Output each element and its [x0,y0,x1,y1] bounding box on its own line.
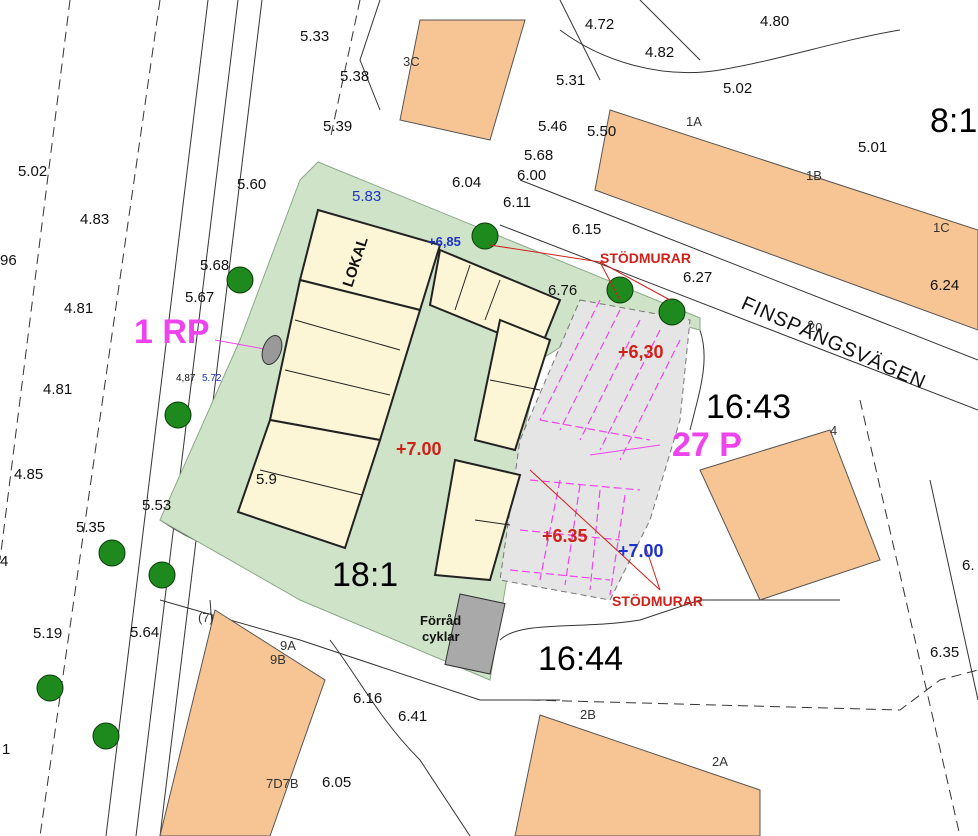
spot-height: 5.02 [18,163,47,180]
spot-height: 5.39 [323,118,352,135]
level-label: +6.35 [542,526,588,546]
spot-height: 6.00 [517,167,546,184]
spot-height: 6.15 [572,221,601,238]
retaining-walls-label: STÖDMURAR [612,593,703,609]
storage-label: cyklar [422,629,460,644]
spot-height: 1 [2,741,10,758]
neighbor-building-1A [594,109,978,331]
rp-leader [214,339,271,351]
building-label: 2B [580,707,596,722]
trees [36,222,686,750]
spot-height: 5.72 [202,373,222,384]
spot-height: 6.16 [353,690,382,707]
accessible-parking-spot [261,335,283,365]
parking-count-label: 27 P [672,426,742,464]
spot-height: 5.9 [256,471,277,488]
elevation-labels: 5.33 5.38 5.39 4.72 4.80 4.82 5.31 5.02 … [14,13,959,791]
spot-height: 6.11 [503,194,531,211]
leader-lines [489,244,671,591]
tree-icon [98,539,126,567]
street-number: 20 [808,320,822,335]
property-label: 16:44 [538,640,623,678]
building-label: 3C [403,54,420,69]
spot-height: 5.68 [200,257,229,274]
building-label: 2A [712,754,728,769]
neighbor-building-2B [514,714,761,836]
neighbor-building-3C [399,19,526,141]
level-label: +7.00 [618,541,664,561]
spot-height: 4.82 [645,44,674,61]
spot-height: 5.02 [723,80,752,97]
bike-storage [444,593,506,675]
neighbor-buildings [159,19,978,836]
spot-height: 5.31 [556,72,585,89]
tree-icon [606,276,634,304]
property-label: 8:1 [930,102,977,140]
spot-height: 5.50 [587,123,616,140]
storage-label: Förråd [420,613,461,628]
spot-height: 5.83 [352,188,381,205]
spot-height: 4.80 [760,13,789,30]
spot-height: 4.83 [80,211,109,228]
spot-height: 96 [0,252,17,269]
tree-icon [164,401,192,429]
spot-height: 5.33 [300,28,329,45]
tree-icon [92,722,120,750]
spot-height: 4.85 [14,466,43,483]
building-walls [259,264,541,526]
building-label: (7) [198,610,214,625]
tree-icon [471,222,499,250]
building-label: 1A [686,114,702,129]
spot-height: 4 [0,553,8,570]
spot-height: 5.19 [33,625,62,642]
retaining-walls-label: STÖDMURAR [600,250,691,266]
spot-height: 4,87 [176,373,196,384]
level-label: +7.00 [396,439,442,459]
spot-height: 4.72 [585,16,614,33]
tree-icon [658,298,686,326]
spot-height: 4.81 [64,300,93,317]
property-label: 16:43 [706,388,791,426]
spot-height: 6.05 [322,774,351,791]
tree-icon [148,561,176,589]
level-label: +6,30 [618,342,664,362]
spot-height: 4.81 [43,381,72,398]
building-label: 7D7B [266,776,299,791]
property-label: 18:1 [332,556,398,594]
spot-height: 6.76 [548,282,577,299]
spot-height: 5.35 [76,519,105,536]
building-label: 1B [806,168,822,183]
spot-height: 5.60 [237,176,266,193]
street-name: FINSPÅNGSVÄGEN [738,292,930,394]
spot-height: 5.46 [538,118,567,135]
level-label: +6,85 [428,234,461,249]
spot-height: 5.68 [524,147,553,164]
accessible-parking-label: 1 RP [134,313,210,351]
spot-height: 6.41 [398,708,427,725]
parking-stall-lines [509,299,681,596]
building-label: 9A [280,638,296,653]
tree-icon [36,674,64,702]
building-label: 4 [830,423,837,438]
spot-height: 5.38 [340,68,369,85]
spot-height: 5.67 [185,289,214,306]
neighbor-building-9A [159,609,326,836]
building-label: 9B [270,652,286,667]
spot-height: 6.27 [683,269,712,286]
p-leader [589,444,661,456]
spot-height: 5.53 [142,497,171,514]
spot-height: 5.64 [130,624,159,641]
tree-icon [226,266,254,294]
spot-height: 6. [962,557,975,574]
spot-height: 5.01 [858,139,887,156]
parking-area [499,299,691,601]
building-label: 1C [933,220,950,235]
spot-height: 6.24 [930,277,959,294]
spot-height: 6.04 [452,174,481,191]
neighbor-building-16-43 [699,429,881,601]
main-building [236,208,562,582]
spot-height: 6.35 [930,644,959,661]
